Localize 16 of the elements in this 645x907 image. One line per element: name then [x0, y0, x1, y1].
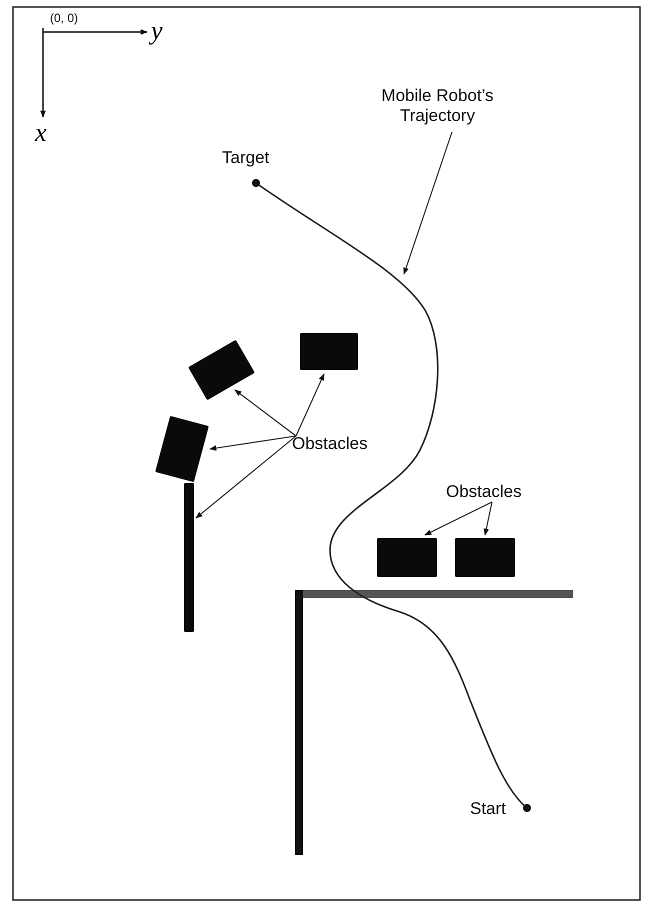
point-label: Start — [470, 799, 506, 819]
axis-label: x — [35, 120, 47, 146]
leader-arrow — [484, 502, 493, 536]
leader-arrow — [296, 373, 324, 436]
axis-label: y — [151, 18, 163, 44]
leader-arrow — [234, 390, 296, 436]
leader-arrow — [195, 436, 296, 518]
leader-arrow — [403, 132, 453, 275]
leader-arrow — [424, 502, 492, 536]
leader-arrow — [209, 435, 296, 451]
point-label: Target — [222, 148, 270, 168]
wall-bar — [184, 483, 194, 632]
obstacle-label: Obstacles — [446, 482, 546, 502]
trajectory-label: Mobile Robot’s Trajectory — [375, 86, 500, 126]
origin-label: (0, 0) — [50, 11, 78, 25]
obstacle-label: Obstacles — [292, 434, 416, 454]
